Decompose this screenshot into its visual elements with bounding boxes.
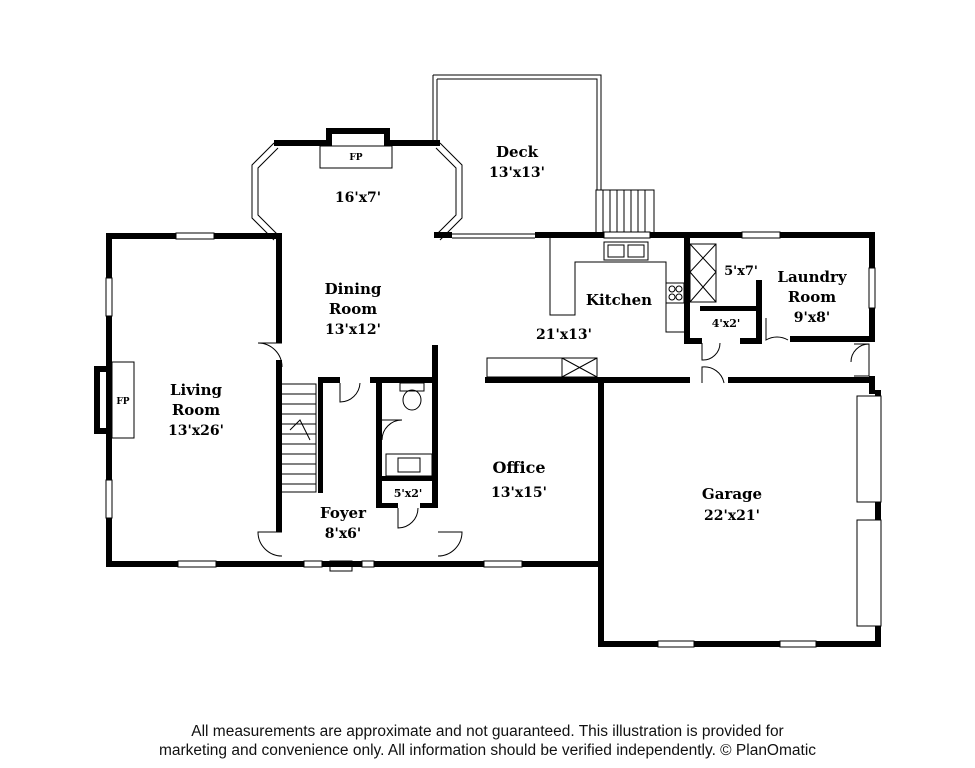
living-fp-label: FP (116, 397, 129, 407)
stairs (279, 383, 317, 493)
room-labels: Deck 13'x13' 16'x7' Dining Room 13'x12' … (168, 143, 848, 542)
deck-size: 13'x13' (489, 165, 545, 181)
living-name-2: Room (172, 401, 220, 419)
office-size: 13'x15' (491, 485, 547, 501)
disclaimer-line-1: All measurements are approximate and not… (191, 723, 784, 740)
bay-size: 16'x7' (335, 190, 381, 206)
deck-outline (432, 74, 655, 239)
dining-name-1: Dining (325, 280, 382, 298)
deck-name: Deck (496, 143, 539, 161)
foyer-size: 8'x6' (325, 526, 361, 542)
doors (257, 318, 870, 572)
kitchen-fixtures (486, 238, 717, 378)
foyer-name: Foyer (320, 504, 367, 522)
living-name-1: Living (170, 381, 223, 399)
pantry-size: 5'x7' (724, 264, 758, 279)
closet-5x2-size: 5'x2' (394, 487, 423, 500)
windows (105, 231, 882, 648)
office-name: Office (492, 458, 545, 477)
closet-4x2-size: 4'x2' (712, 317, 741, 330)
kitchen-name: Kitchen (586, 291, 652, 309)
disclaimer-line-2: marketing and convenience only. All info… (158, 742, 817, 759)
laundry-name-2: Room (788, 288, 836, 306)
dining-size: 13'x12' (325, 322, 381, 338)
bay-window (251, 142, 463, 241)
powder-fixtures (385, 382, 433, 477)
bay-fp-label: FP (349, 153, 362, 163)
garage-name: Garage (702, 485, 762, 503)
laundry-name-1: Laundry (777, 268, 847, 286)
disclaimer: All measurements are approximate and not… (0, 722, 975, 760)
dining-name-2: Room (329, 300, 377, 318)
laundry-size: 9'x8' (794, 310, 830, 326)
fireplaces: FP FP (111, 145, 393, 439)
kitchen-size: 21'x13' (536, 327, 592, 343)
living-size: 13'x26' (168, 423, 224, 439)
garage-size: 22'x21' (704, 508, 760, 524)
